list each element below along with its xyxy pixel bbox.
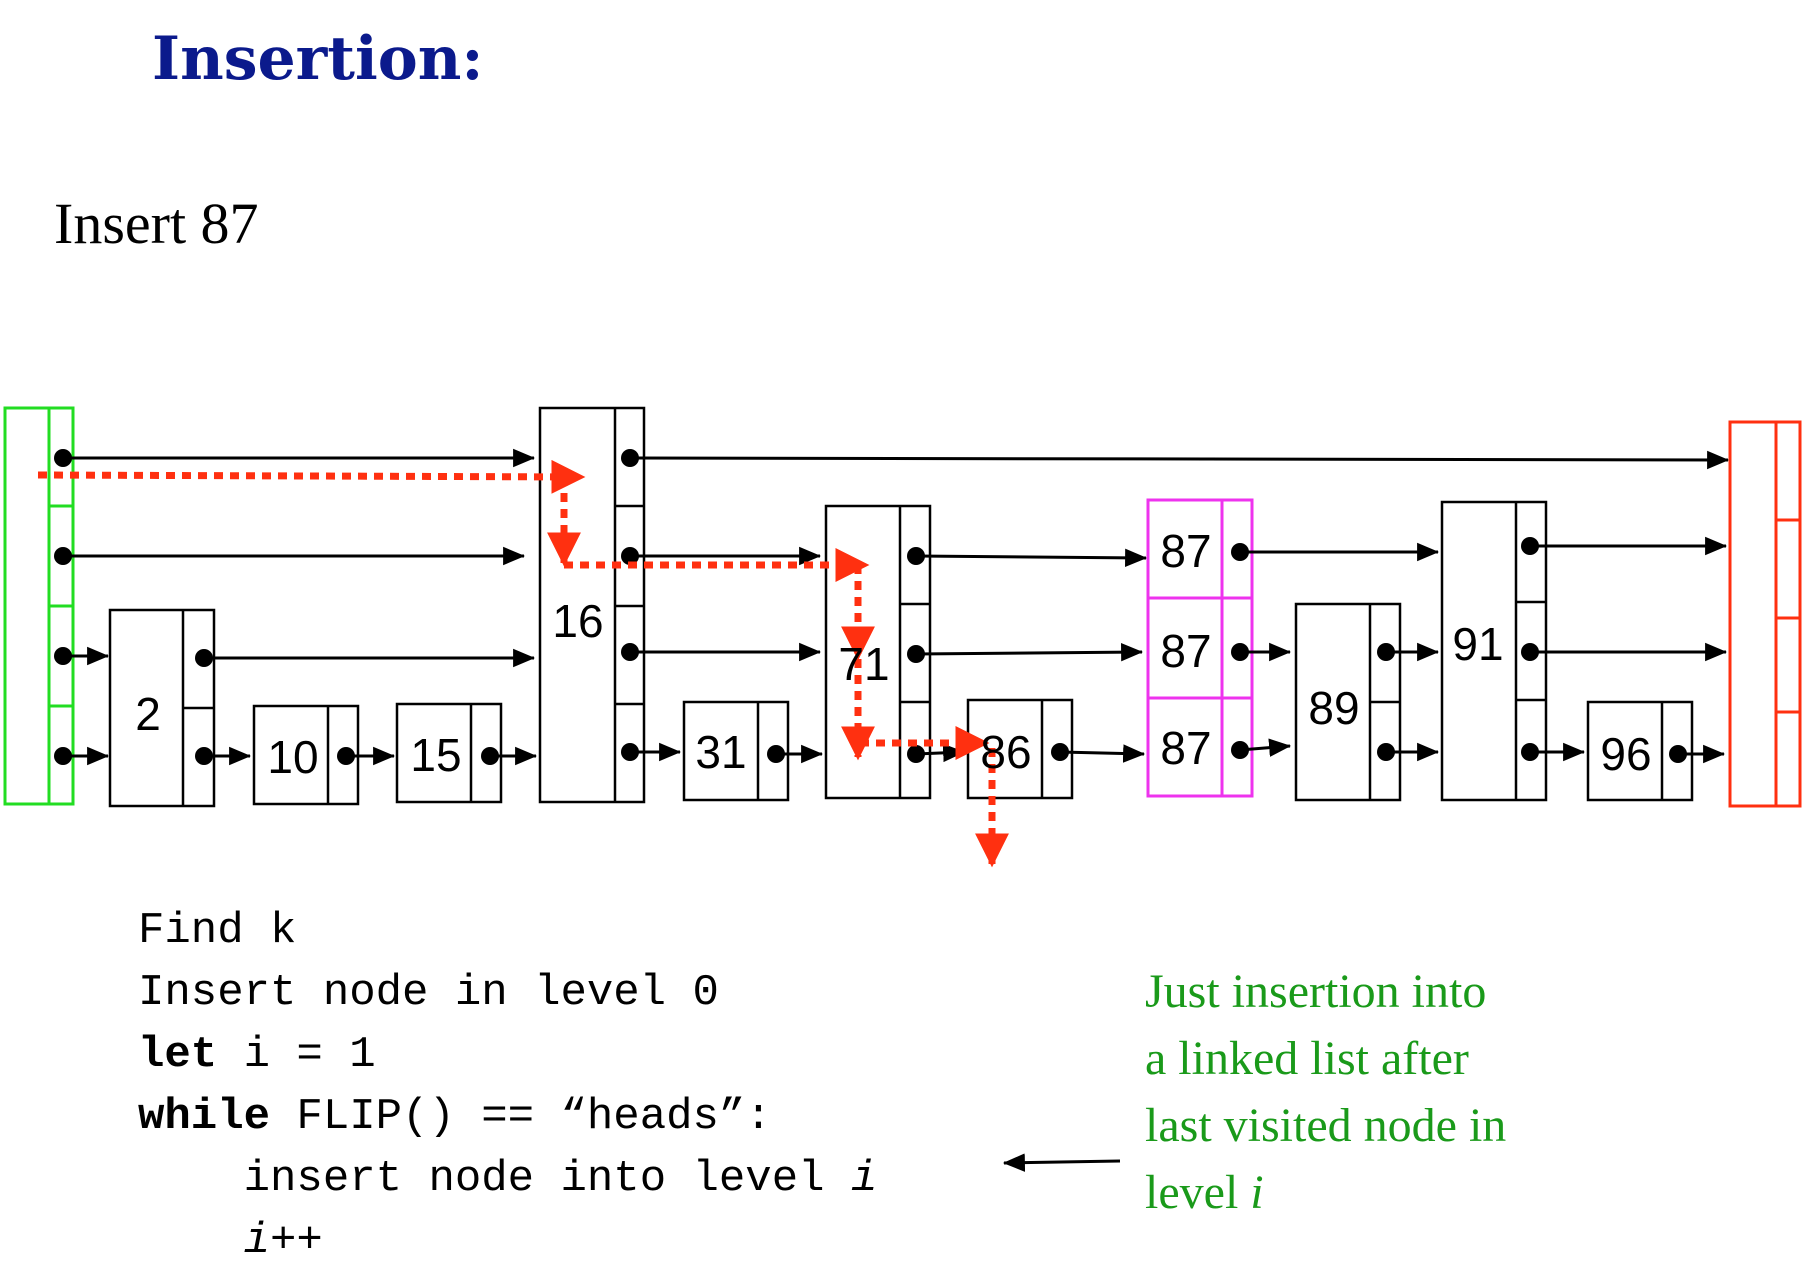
tail-sentinel <box>1728 420 1802 808</box>
code-line-6-var: i <box>243 1216 271 1266</box>
node-16 <box>538 406 646 804</box>
code-line-5-var: i <box>850 1154 878 1204</box>
node-key-2: 2 <box>135 688 161 740</box>
code-line-2: Insert node in level 0 <box>138 968 719 1018</box>
note-line-1: Just insertion into <box>1145 965 1487 1018</box>
code-line-5-indent <box>138 1154 244 1204</box>
head-sentinel <box>3 406 75 806</box>
node-89 <box>1294 602 1402 802</box>
code-line-3-rest: i = 1 <box>217 1030 376 1080</box>
note-line-3: last visited node in <box>1145 1099 1507 1152</box>
code-line-3: let i = 1 <box>138 1024 877 1086</box>
node-key-15: 15 <box>410 729 461 781</box>
node-key-91: 91 <box>1452 618 1503 670</box>
node-key-87-level2: 87 <box>1160 525 1211 577</box>
note-line-4-var: i <box>1250 1166 1264 1219</box>
node-key-96: 96 <box>1600 728 1651 780</box>
pointer-dots <box>54 449 1687 765</box>
node-key-87-level0: 87 <box>1160 722 1211 774</box>
note-line-4: level i <box>1145 1159 1506 1226</box>
node-71 <box>824 504 932 800</box>
code-line-4: while FLIP() == “heads”: <box>138 1086 877 1148</box>
keyword-while: while <box>138 1092 271 1142</box>
node-15 <box>395 702 503 804</box>
code-line-6-indent <box>138 1216 244 1266</box>
node-31 <box>682 700 790 802</box>
annotation-note: Just insertion into a linked list after … <box>1145 958 1506 1226</box>
page-title: Insertion: <box>152 24 484 94</box>
annotation-arrow <box>1002 1153 1121 1172</box>
search-path <box>37 459 1009 868</box>
code-line-4-rest: FLIP() == “heads”: <box>270 1092 772 1142</box>
keyword-let: let <box>138 1030 218 1080</box>
code-line-6: i++ <box>138 1210 877 1272</box>
node-87-inserted <box>1146 498 1254 798</box>
code-line-6-rest: ++ <box>270 1216 323 1266</box>
node-key-10: 10 <box>267 731 318 783</box>
node-2 <box>108 608 216 808</box>
code-line-1: Find k <box>138 906 297 956</box>
note-line-2: a linked list after <box>1145 1032 1469 1085</box>
node-96 <box>1586 700 1694 802</box>
note-line-4-text: level <box>1145 1166 1251 1219</box>
node-key-87-level1: 87 <box>1160 625 1211 677</box>
node-key-86: 86 <box>980 726 1031 778</box>
subtitle: Insert 87 <box>54 191 259 256</box>
node-key-31: 31 <box>695 726 746 778</box>
node-key-16: 16 <box>552 595 603 647</box>
code-line-5-text: insert node into level <box>243 1154 851 1204</box>
node-key-89: 89 <box>1308 682 1359 734</box>
code-line-5: insert node into level i <box>138 1148 878 1210</box>
node-key-71: 71 <box>838 638 889 690</box>
